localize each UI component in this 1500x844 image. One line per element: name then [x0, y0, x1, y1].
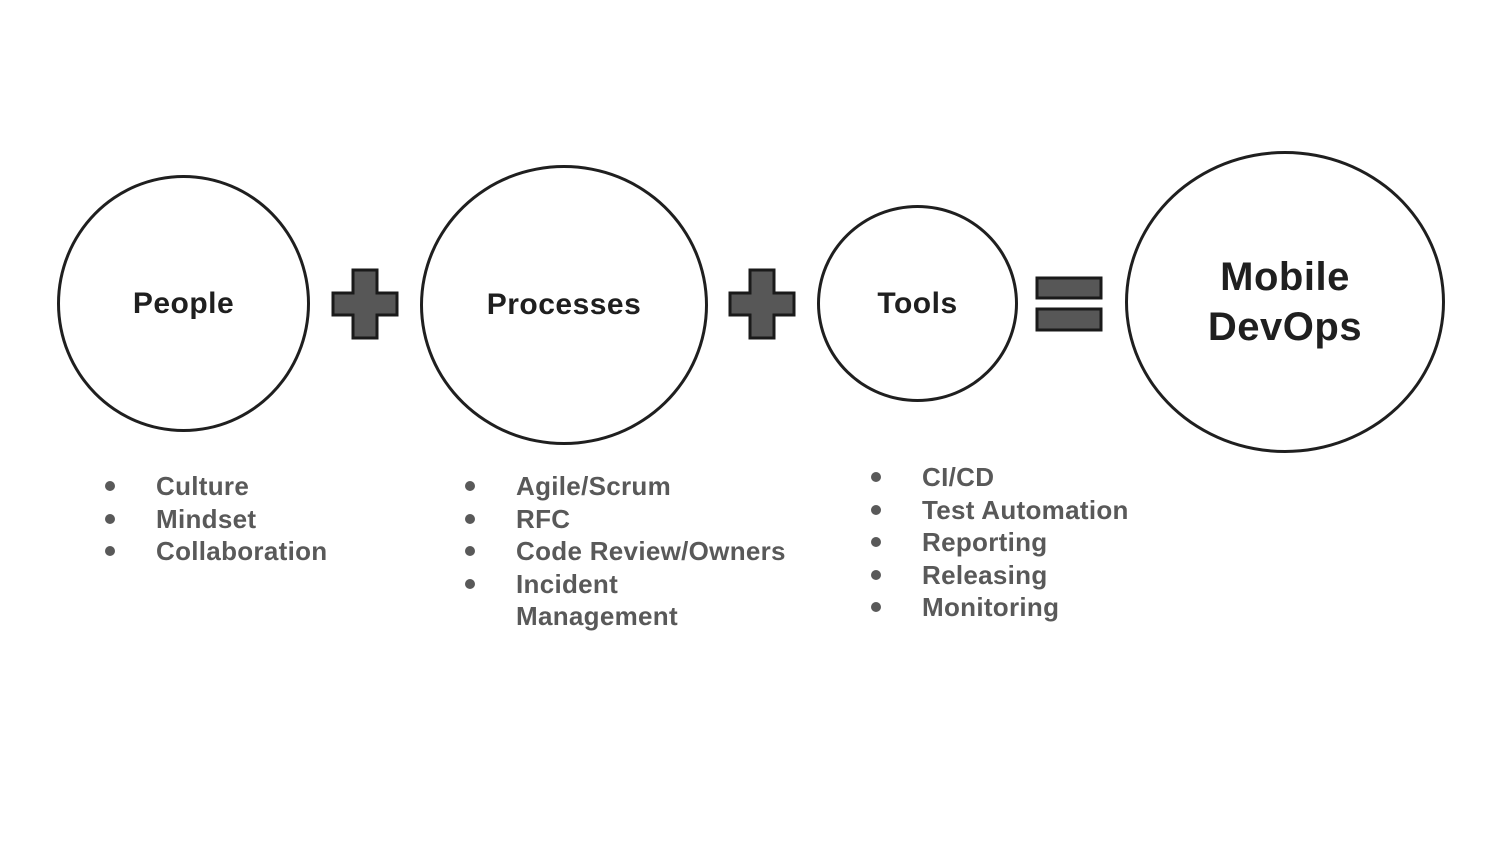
list-item-label: CI/CD	[922, 462, 995, 492]
list-item: Releasing	[866, 559, 1129, 592]
bullet-dot	[465, 513, 475, 524]
list-item: Agile/Scrum	[460, 470, 820, 503]
list-item-label: Culture	[156, 471, 250, 501]
bullet-dot	[105, 546, 115, 556]
list-item: Mindset	[100, 503, 327, 536]
bullet-dot	[871, 537, 881, 547]
list-item: RFC	[460, 503, 820, 536]
list-item: Test Automation	[866, 494, 1129, 527]
list-item: Code Review/Owners	[460, 535, 820, 568]
list-item-label: Incident Management	[516, 568, 678, 632]
circle-processes-label: Processes	[486, 288, 642, 321]
bullet-dot	[871, 602, 881, 612]
bullet-dot	[871, 504, 881, 515]
list-item-label: Agile/Scrum	[516, 471, 672, 501]
bullet-dot	[871, 569, 881, 580]
processes-list: Agile/Scrum RFC Code Review/Owners Incid…	[460, 470, 820, 633]
bullet-dot	[105, 481, 115, 491]
list-item: Reporting	[866, 526, 1129, 559]
circle-mobile-devops-label: Mobile DevOps	[1207, 255, 1363, 349]
circle-mobile-devops: Mobile DevOps	[1125, 151, 1445, 453]
list-item: Collaboration	[100, 535, 327, 568]
list-item: CI/CD	[866, 461, 1129, 494]
list-item-label: Code Review/Owners	[516, 536, 786, 566]
people-list: Culture Mindset Collaboration	[100, 470, 327, 568]
list-item: Monitoring	[866, 591, 1129, 624]
list-item-label: Test Automation	[922, 494, 1129, 525]
list-item-label: RFC	[516, 503, 571, 534]
bullet-dot	[465, 578, 475, 589]
bullet-dot	[105, 513, 115, 524]
plus-icon	[331, 268, 399, 340]
plus-icon	[728, 268, 796, 340]
equals-icon	[1035, 276, 1103, 332]
list-item-label: Monitoring	[922, 592, 1060, 622]
circle-tools-label: Tools	[877, 286, 958, 320]
list-item: Culture	[100, 470, 327, 503]
circle-tools: Tools	[817, 205, 1018, 402]
circle-processes: Processes	[420, 165, 708, 445]
circle-people-label: People	[132, 286, 235, 320]
bullet-dot	[465, 546, 475, 556]
list-item-label: Collaboration	[156, 536, 328, 566]
tools-list: CI/CD Test Automation Reporting Releasin…	[866, 461, 1129, 624]
bullet-dot	[871, 472, 881, 482]
circle-people: People	[57, 175, 310, 432]
list-item-label: Mindset	[156, 503, 257, 534]
bullet-dot	[465, 481, 475, 491]
list-item-label: Releasing	[922, 559, 1048, 590]
list-item-label: Reporting	[922, 527, 1048, 557]
list-item: Incident Management	[460, 568, 820, 633]
